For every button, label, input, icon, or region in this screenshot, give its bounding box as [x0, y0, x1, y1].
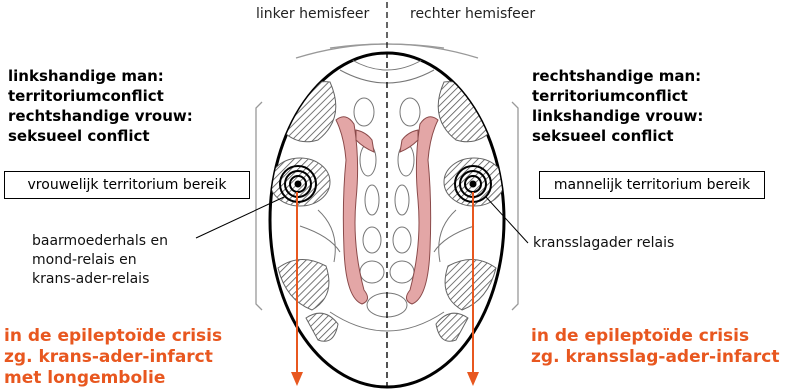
left-relay-note: baarmoederhals en mond-relais en krans-a… [32, 232, 168, 289]
right-crisis-text: in de epileptoïde crisis zg. kransslag-a… [531, 326, 779, 368]
right-relay-line: kransslagader relais [533, 234, 674, 253]
left-relay-line: baarmoederhals en [32, 232, 168, 251]
right-conflict-line: territoriumconflict [532, 86, 703, 106]
right-relay-note: kransslagader relais [533, 234, 674, 253]
left-conflict-line: territoriumconflict [8, 86, 193, 106]
left-crisis-line: zg. krans-ader-infarct [4, 347, 222, 368]
right-conflict-line: rechtshandige man: [532, 66, 703, 86]
right-crisis-line: in de epileptoïde crisis [531, 326, 779, 347]
right-conflict-line: linkshandige vrouw: [532, 106, 703, 126]
left-conflict-line: linkshandige man: [8, 66, 193, 86]
left-conflict-line: rechtshandige vrouw: [8, 106, 193, 126]
left-hemisphere-label: linker hemisfeer [256, 6, 369, 22]
right-crisis-line: zg. kransslag-ader-infarct [531, 347, 779, 368]
female-territory-box: vrouwelijk territorium bereik [4, 171, 250, 199]
male-territory-box: mannelijk territorium bereik [539, 171, 765, 199]
right-conflict-text: rechtshandige man: territoriumconflict l… [532, 66, 703, 146]
left-conflict-text: linkshandige man: territoriumconflict re… [8, 66, 193, 146]
right-conflict-line: seksueel conflict [532, 126, 703, 146]
left-conflict-line: seksueel conflict [8, 126, 193, 146]
right-hemisphere-label: rechter hemisfeer [410, 6, 535, 22]
left-relay-line: krans-ader-relais [32, 270, 168, 289]
left-crisis-line: in de epileptoïde crisis [4, 326, 222, 347]
left-crisis-text: in de epileptoïde crisis zg. krans-ader-… [4, 326, 222, 389]
left-relay-line: mond-relais en [32, 251, 168, 270]
left-crisis-line: met longembolie [4, 368, 222, 389]
